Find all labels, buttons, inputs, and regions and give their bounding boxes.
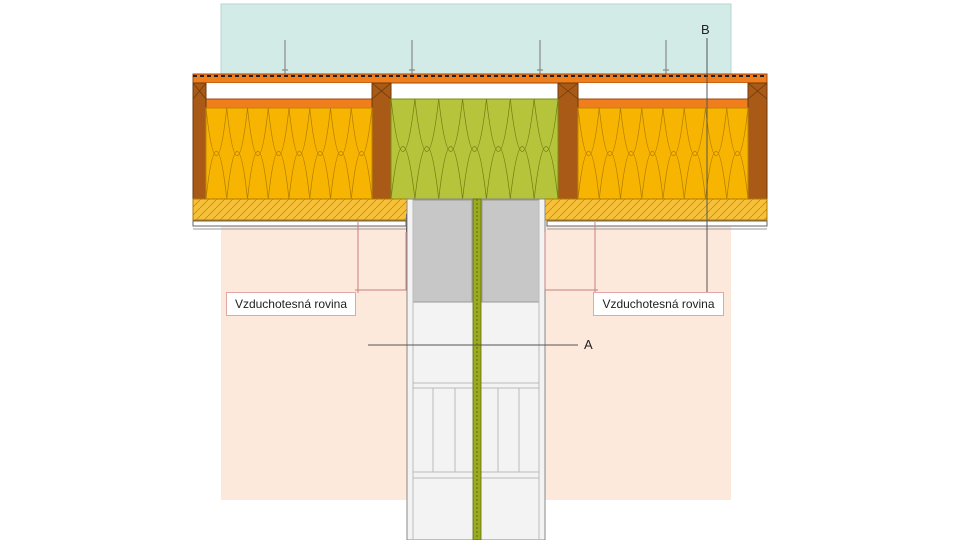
wool-loop (309, 107, 331, 200)
wool-loop (414, 98, 440, 200)
wall-top-insulation-pattern (390, 98, 559, 200)
wool-loop (641, 107, 664, 200)
wool-loop (598, 107, 621, 200)
air-gap-left (206, 83, 372, 99)
wool-loop (267, 107, 290, 200)
wall-top-insulation (390, 98, 559, 200)
insulation-left (205, 107, 373, 200)
wool-loop (486, 98, 511, 200)
wool-loop (288, 107, 311, 200)
wool-loop (390, 98, 416, 200)
wool-loop (705, 107, 728, 200)
wool-loop (509, 98, 535, 200)
batten-right (556, 98, 768, 109)
marker-b: B (701, 22, 710, 37)
airtight-label-left: Vzduchotesná rovina (226, 292, 356, 316)
wool-loop (330, 107, 352, 200)
ceiling-lining (192, 220, 768, 230)
fasteners (282, 40, 669, 74)
insulation-right (577, 107, 749, 200)
wool-loop (205, 107, 228, 200)
wool-loop (226, 107, 248, 200)
wool-loop (726, 107, 749, 200)
wool-loop (620, 107, 643, 200)
exterior-zone (220, 3, 732, 77)
wall-block-right (481, 199, 540, 303)
timber-crosses (192, 82, 768, 100)
wool-loop (350, 107, 373, 200)
wool-loop (533, 98, 559, 200)
wool-loop (662, 107, 685, 200)
wool-loop (683, 107, 706, 200)
wool-loop (462, 98, 487, 200)
wool-loop (577, 107, 600, 200)
leader-lines (355, 222, 598, 293)
airtight-label-right: Vzduchotesná rovina (593, 292, 724, 316)
top-board (192, 73, 768, 84)
wool-loop (247, 107, 269, 200)
wall-block-left (412, 199, 473, 303)
insulation-right-pattern (577, 107, 749, 200)
insulation-left-pattern (205, 107, 373, 200)
marker-a: A (584, 337, 593, 352)
air-gap-right (578, 83, 748, 99)
wool-loop (438, 98, 463, 200)
